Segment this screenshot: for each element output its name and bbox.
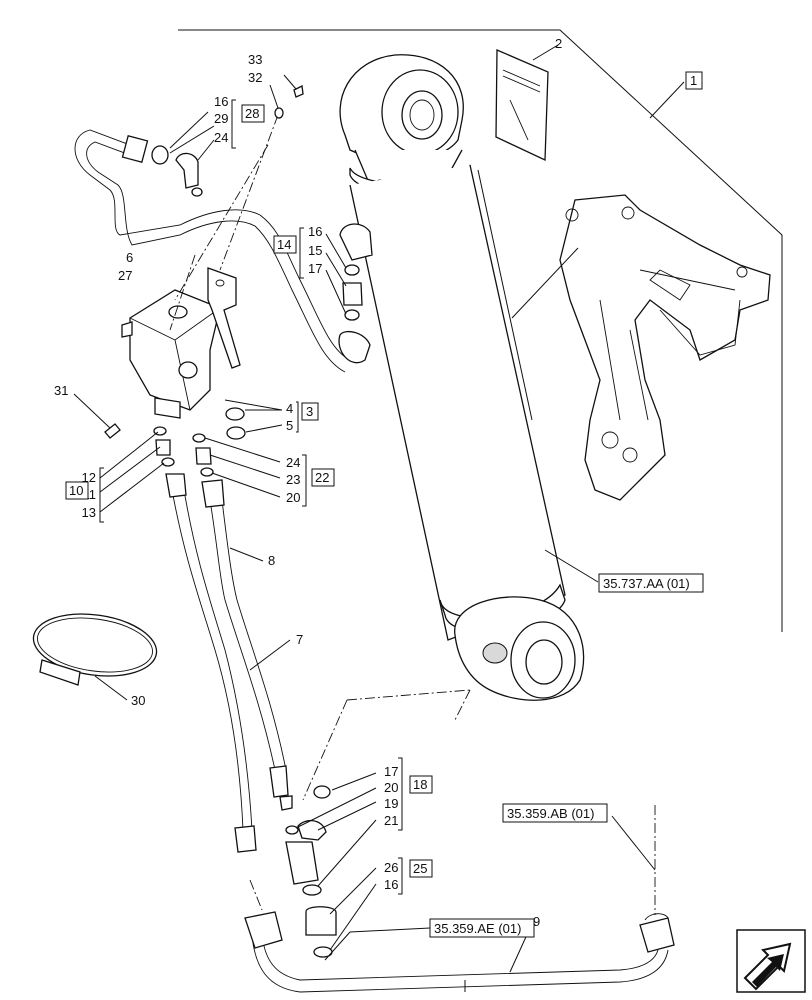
boxed-callouts: 1 28 14 3 10 22 18 25	[65, 71, 703, 895]
manifold-block	[121, 267, 241, 419]
o-rings-3	[224, 399, 283, 440]
hose-clamp-30	[32, 613, 158, 701]
screw-31	[73, 393, 121, 439]
callout-14: 14	[277, 237, 291, 252]
callout-21: 21	[384, 813, 398, 828]
ref-35-359-ae: 35.359.AE (01)	[434, 921, 521, 936]
callout-1: 1	[690, 73, 697, 88]
callout-25: 25	[413, 861, 427, 876]
callout-8: 8	[268, 553, 275, 568]
hose-9	[244, 815, 675, 993]
fittings-14	[325, 233, 363, 321]
callout-5: 5	[286, 418, 293, 433]
callout-31: 31	[54, 383, 68, 398]
callout-19: 19	[384, 796, 398, 811]
callout-33: 33	[248, 52, 262, 67]
callout-9: 9	[533, 914, 540, 929]
ref-35-359-ab: 35.359.AB (01)	[507, 806, 594, 821]
operator-manual	[495, 49, 549, 162]
fittings-10-22	[99, 426, 281, 513]
callout-27: 27	[118, 268, 132, 283]
callout-13: 13	[82, 505, 96, 520]
leader-lines	[477, 44, 599, 583]
callout-23: 23	[286, 472, 300, 487]
callout-20: 20	[286, 490, 300, 505]
callout-16: 16	[214, 94, 228, 109]
center-lines	[169, 114, 656, 915]
lower-fittings	[285, 772, 377, 958]
callout-4: 4	[286, 401, 293, 416]
callout-32: 32	[248, 70, 262, 85]
arrow-navigation-icon[interactable]	[736, 929, 806, 993]
excavator-boom	[511, 194, 771, 501]
hose-6	[74, 129, 371, 373]
callout-17: 17	[384, 764, 398, 779]
hoses-7-8	[165, 473, 293, 853]
boom-cylinder	[339, 54, 585, 701]
callout-28: 28	[245, 106, 259, 121]
callout-10: 10	[69, 483, 83, 498]
callout-18: 18	[413, 777, 427, 792]
callout-3: 3	[306, 404, 313, 419]
callout-26: 26	[384, 860, 398, 875]
callout-6: 6	[126, 250, 133, 265]
callout-29: 29	[214, 111, 228, 126]
callout-7: 7	[296, 632, 303, 647]
callout-2: 2	[555, 36, 562, 51]
callout-16: 16	[384, 877, 398, 892]
callout-22: 22	[315, 470, 329, 485]
callout-30: 30	[131, 693, 145, 708]
callout-16: 16	[308, 224, 322, 239]
callout-12: 12	[82, 470, 96, 485]
callout-24: 24	[214, 130, 228, 145]
callout-17: 17	[308, 261, 322, 276]
callout-24: 24	[286, 455, 300, 470]
reference-boxes: 35.737.AA (01) 35.359.AB (01) 35.359.AE …	[429, 573, 704, 938]
callout-20: 20	[384, 780, 398, 795]
callout-15: 15	[308, 243, 322, 258]
assembly-frame	[178, 29, 783, 632]
ref-35-737-aa: 35.737.AA (01)	[603, 576, 690, 591]
top-fittings	[151, 74, 304, 197]
